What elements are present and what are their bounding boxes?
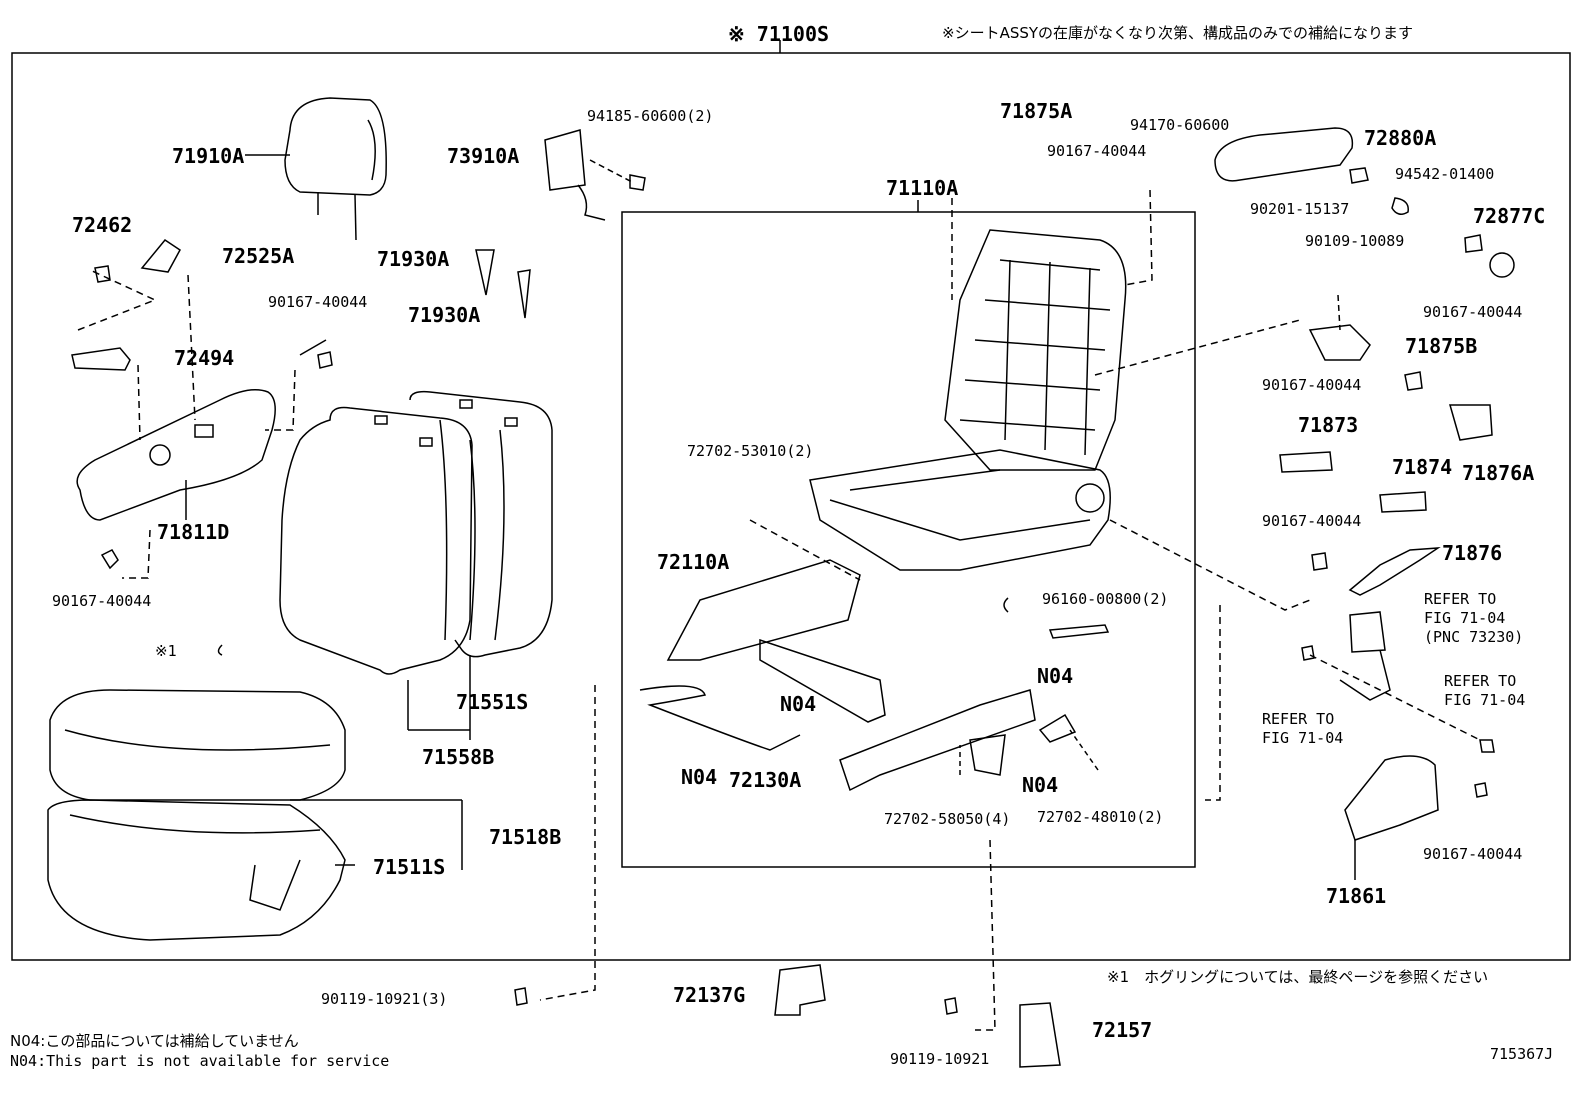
seat-frame-drawing <box>809 229 1127 571</box>
part-label-71930A-2: 71930A <box>408 303 481 327</box>
part-label-72702-48010: 72702-48010(2) <box>1037 808 1164 826</box>
part-label-71910A: 71910A <box>172 144 245 168</box>
part-label-71875B: 71875B <box>1405 334 1478 358</box>
part-label-71861: 71861 <box>1326 884 1387 908</box>
headrest-drawing <box>284 97 387 241</box>
part-label-90167-40044-a: 90167-40044 <box>1047 142 1147 160</box>
part-label-71876A: 71876A <box>1462 461 1535 485</box>
part-label-n04-c: N04 <box>681 765 718 789</box>
refer-note-fig-71-04-b: REFER TO FIG 71-04 <box>1262 710 1344 747</box>
part-label-n04-a: N04 <box>1037 664 1074 688</box>
part-label-71875A: 71875A <box>1000 99 1073 123</box>
part-label-71874: 71874 <box>1392 455 1453 479</box>
part-label-73910A: 73910A <box>447 144 520 168</box>
assy-notice: ※シートASSYの在庫がなくなり次第、構成品のみでの補給になります <box>942 24 1414 42</box>
n04-bar <box>759 638 886 723</box>
part-label-71558B: 71558B <box>422 745 495 769</box>
part-label-96160-00800: 96160-00800(2) <box>1042 590 1169 608</box>
part-label-72877C: 72877C <box>1473 204 1546 228</box>
part-label-90201-15137: 90201-15137 <box>1250 200 1350 218</box>
figure-id: 715367J <box>1490 1045 1554 1063</box>
part-label-90167-40044-f: 90167-40044 <box>1262 512 1362 530</box>
part-label-71811D: 71811D <box>157 520 230 544</box>
part-label-71511S: 71511S <box>373 855 446 879</box>
rail-72130A <box>839 689 1036 792</box>
part-label-71930A-1: 71930A <box>377 247 450 271</box>
part-label-90167-40044-d: 90167-40044 <box>1262 376 1362 394</box>
part-label-94542-01400: 94542-01400 <box>1395 165 1495 183</box>
hog-ring-marker: ※1 <box>155 642 177 660</box>
inner-frame <box>621 211 1196 868</box>
part-label-72137G: 72137G <box>673 983 746 1007</box>
part-label-n04-b: N04 <box>780 692 817 716</box>
part-label-71551S: 71551S <box>456 690 529 714</box>
part-label-n04-d: N04 <box>1022 773 1059 797</box>
part-label-94170-60600: 94170-60600 <box>1130 116 1230 134</box>
part-label-90167-40044-c: 90167-40044 <box>1423 303 1523 321</box>
part-label-90109-10089: 90109-10089 <box>1305 232 1405 250</box>
part-label-90119-10921: 90119-10921 <box>890 1050 990 1068</box>
part-label-71873: 71873 <box>1298 413 1359 437</box>
part-label-71518B: 71518B <box>489 825 562 849</box>
part-label-72110A: 72110A <box>657 550 730 574</box>
part-label-71110A: 71110A <box>886 176 959 200</box>
part-label-72880A: 72880A <box>1364 126 1437 150</box>
part-label-72702-53010: 72702-53010(2) <box>687 442 814 460</box>
seat-cushion-drawing <box>47 689 346 941</box>
part-label-90119-10921-3: 90119-10921(3) <box>321 990 448 1008</box>
side-cover-drawing <box>76 389 276 521</box>
part-label-72494: 72494 <box>174 346 235 370</box>
part-label-71876: 71876 <box>1442 541 1503 565</box>
part-label-72130A: 72130A <box>729 768 802 792</box>
rail-72110A <box>666 559 861 661</box>
refer-note-fig-71-04-a: REFER TO FIG 71-04 <box>1444 672 1526 709</box>
part-label-90167-40044-g: 90167-40044 <box>1423 845 1523 863</box>
part-label-72702-58050: 72702-58050(4) <box>884 810 1011 828</box>
n04-note-english: N04:This part is not available for servi… <box>10 1052 390 1070</box>
outer-frame <box>11 52 1571 961</box>
n04-note-japanese: N04:この部品については補給していません <box>10 1032 299 1050</box>
part-label-90167-40044-e: 90167-40044 <box>52 592 152 610</box>
part-label-72462: 72462 <box>72 213 133 237</box>
part-label-90167-40044-b: 90167-40044 <box>268 293 368 311</box>
part-label-94185-60600: 94185-60600(2) <box>587 107 714 125</box>
part-label-72157: 72157 <box>1092 1018 1153 1042</box>
seatback-cover-drawing <box>279 390 553 675</box>
hog-ring-footnote: ※1 ホグリングについては、最終ページを参照ください <box>1107 968 1489 986</box>
refer-note-pnc-73230: REFER TO FIG 71-04 (PNC 73230) <box>1424 590 1524 646</box>
assy-part-number: ※ 71100S <box>728 22 830 46</box>
part-label-72525A: 72525A <box>222 244 295 268</box>
